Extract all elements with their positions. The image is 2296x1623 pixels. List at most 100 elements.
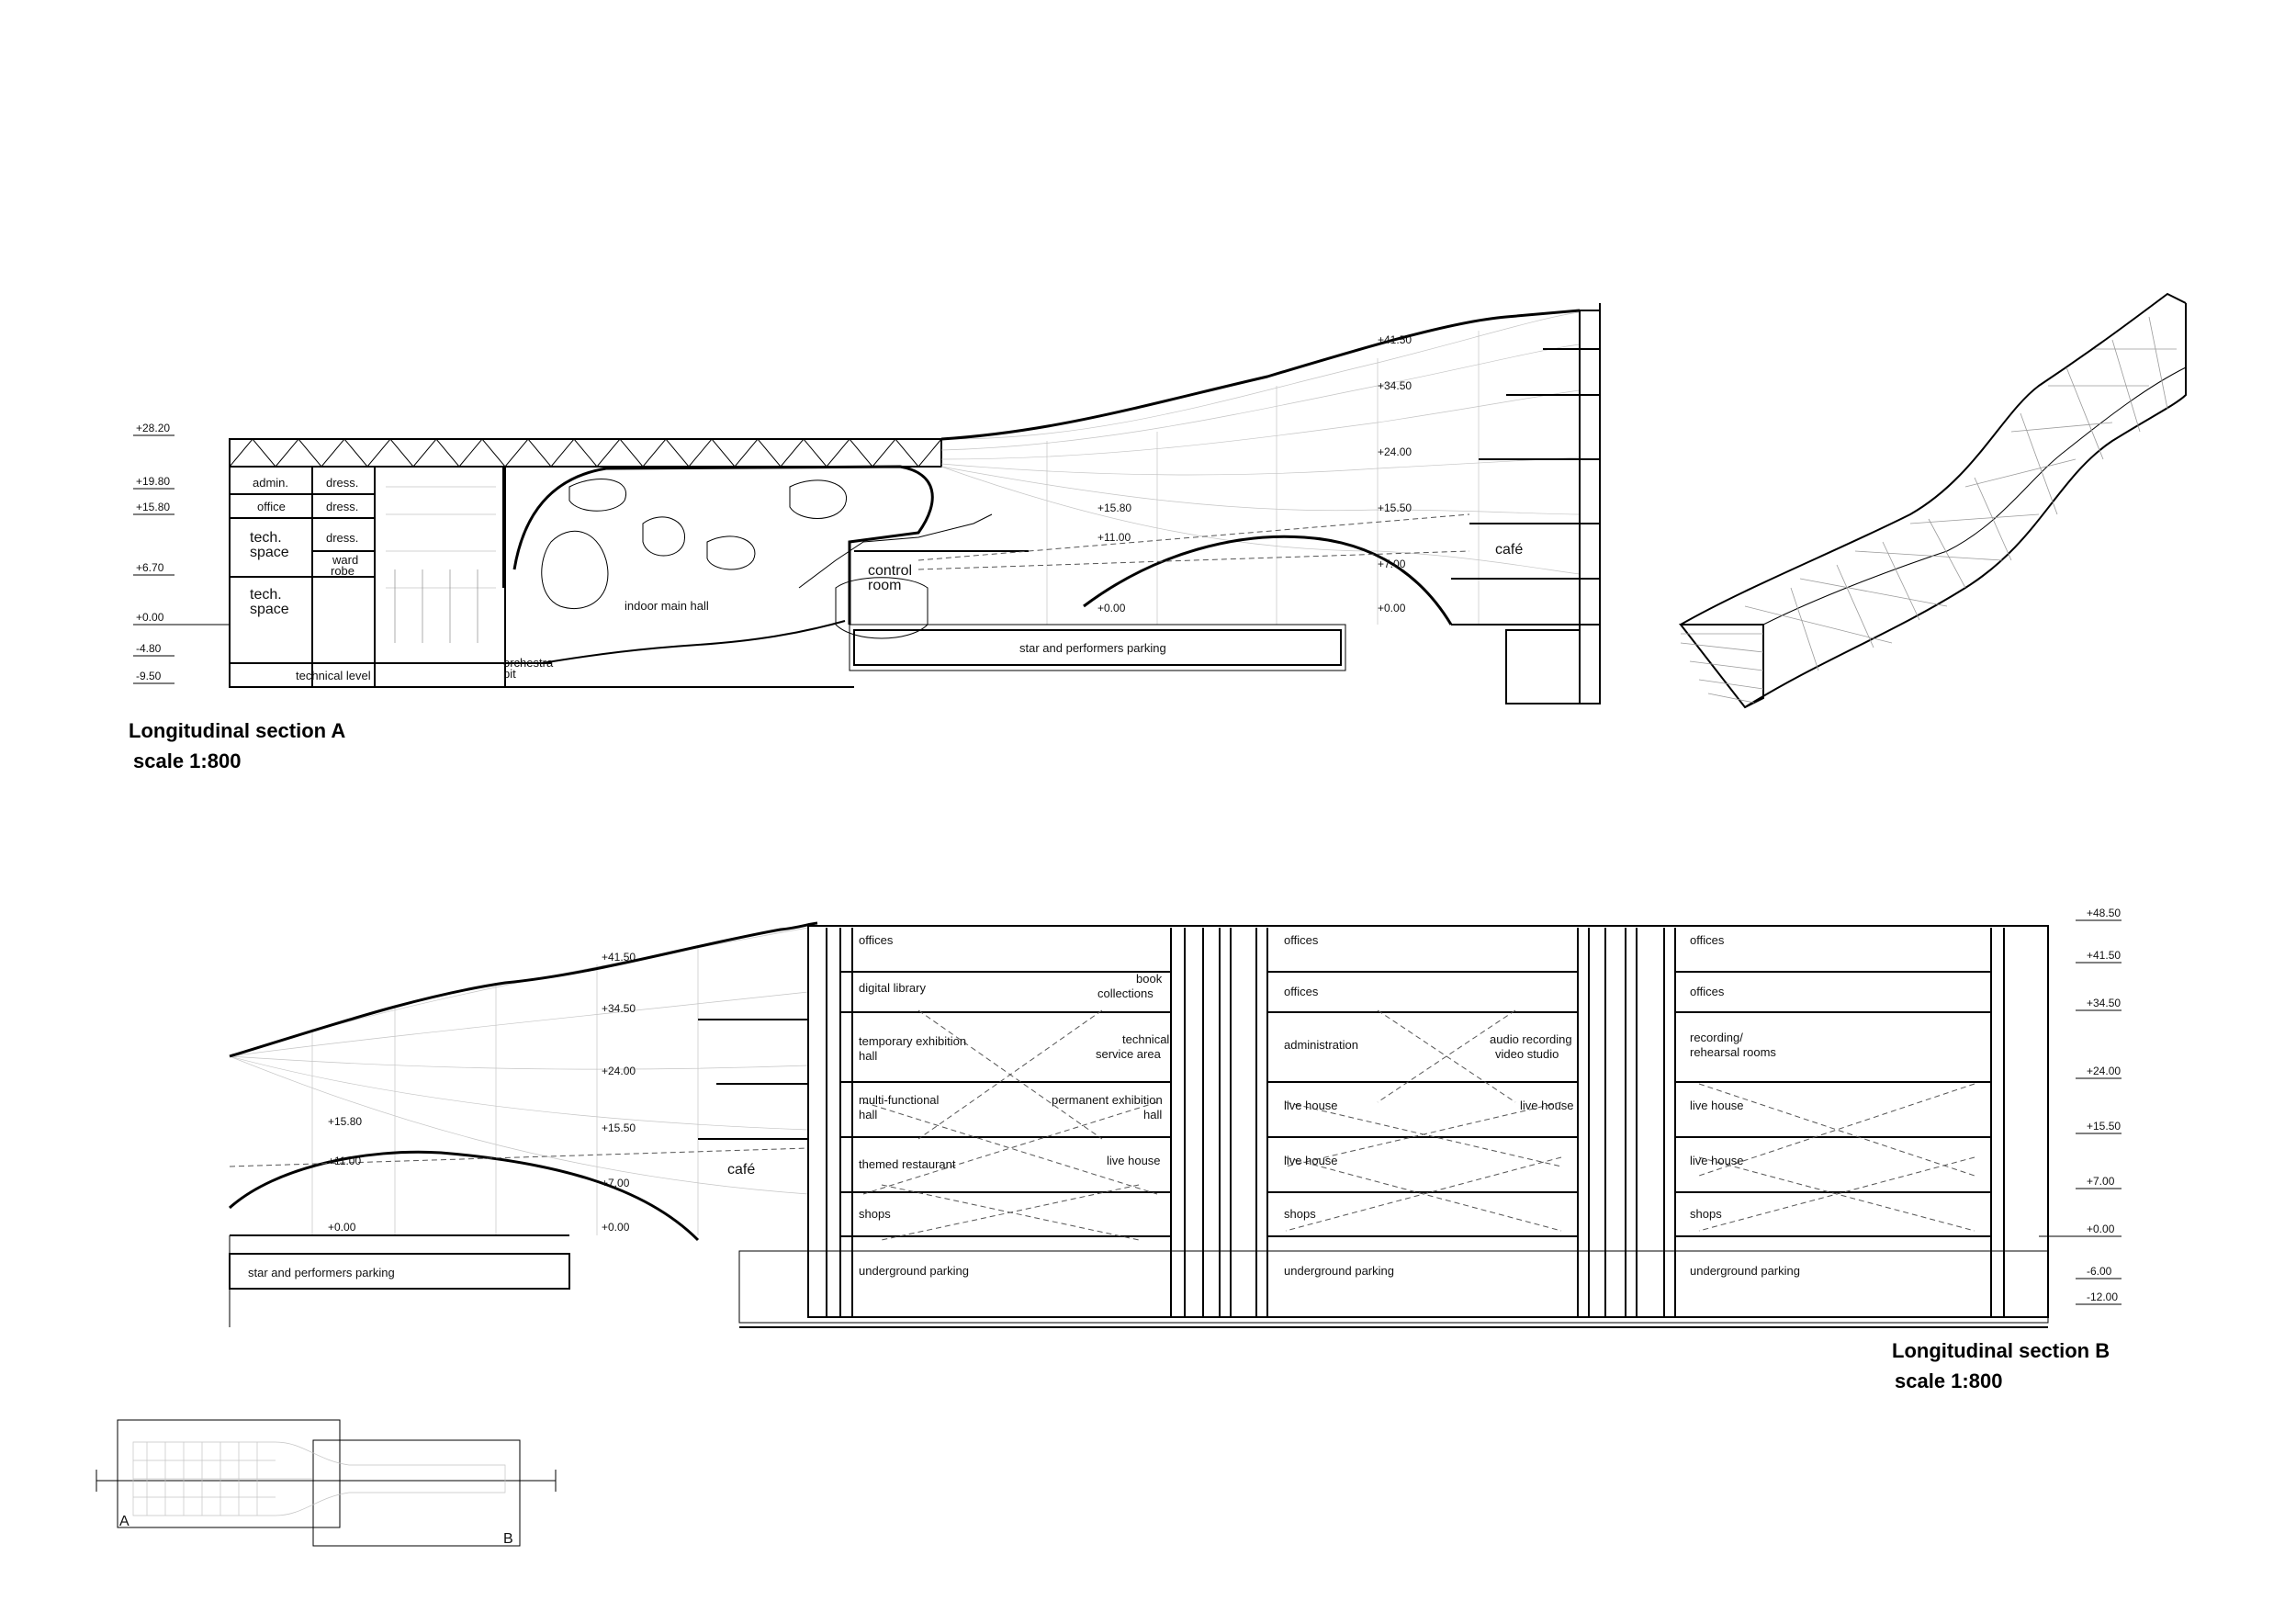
section-b-title: Longitudinal section B [1892,1339,2110,1362]
t3-offices-2: offices [1690,985,1725,998]
t1-live: live house [1107,1154,1161,1167]
level-a-in-5: +15.50 [1378,502,1412,514]
t1-book-a: book [1136,972,1163,986]
acoustic-cloud-4 [706,535,756,570]
level-a-in-8: +0.00 [1097,602,1126,614]
t1-techsvc-a: technical [1122,1032,1169,1046]
room-ward-a: ward [332,553,358,567]
level-b-1: +48.50 [2087,907,2121,919]
section-b-scale: scale 1:800 [1895,1369,2002,1392]
t3-offices-1: offices [1690,933,1725,947]
key-plan: A B [96,1419,557,1547]
level-b-5: +15.50 [2087,1120,2121,1133]
acoustic-cloud-1 [541,530,609,610]
t1-digital-library: digital library [859,981,926,995]
section-a-drawing: +28.20 +19.80 +15.80 +6.70 +0.00 -4.80 -… [129,303,1601,772]
level-a-5: +0.00 [136,611,164,624]
room-cafe-a: café [1495,542,1523,558]
level-b-in-3: +24.00 [602,1065,636,1077]
room-tech-2a: tech. [250,587,282,603]
roof-truss [229,438,942,468]
room-orchestra-b: pit [503,667,516,681]
acoustic-cloud-2 [568,479,627,512]
room-technical-level: technical level [296,669,371,682]
room-main-hall: indoor main hall [625,599,709,613]
t1-temp-a: temporary exhibition [859,1034,966,1048]
level-b-4: +24.00 [2087,1065,2121,1077]
t1-offices: offices [859,933,894,947]
level-a-3: +15.80 [136,501,170,513]
level-b-in-8: +0.00 [328,1221,356,1234]
t2-audio-b: video studio [1495,1047,1559,1061]
t2-shops: shops [1284,1207,1316,1221]
room-cafe-b: café [727,1162,755,1178]
t2-parking: underground parking [1284,1264,1394,1278]
level-a-in-3: +24.00 [1378,445,1412,458]
room-ward-b: robe [331,564,355,578]
t1-temp-b: hall [859,1049,877,1063]
t2-live-1: live house [1284,1099,1338,1112]
section-a-level-ticks [133,434,230,684]
t2-administration: administration [1284,1038,1358,1052]
room-tech-1b: space [250,545,289,560]
section-b-tower-columns [826,928,2005,1317]
t1-shops: shops [859,1207,891,1221]
t2-audio-a: audio recording [1490,1032,1572,1046]
section-b-drawing: +48.50 +41.50 +34.50 +24.00 +15.50 +7.00… [228,907,2122,1392]
t1-techsvc-b: service area [1096,1047,1162,1061]
section-b-building [807,925,2049,1318]
level-b-9: -12.00 [2087,1291,2118,1303]
room-office: office [257,500,286,513]
level-a-1: +28.20 [136,422,170,434]
level-b-in-1: +41.50 [602,951,636,964]
level-a-6: -4.80 [136,642,162,655]
level-b-in-6: +11.00 [328,1155,361,1167]
section-a-dashed-1 [917,513,1470,561]
level-a-7: -9.50 [136,670,162,682]
t2-live-2: live house [1520,1099,1574,1112]
section-a-sweep-lines [940,311,1581,625]
section-a-roof-curve [940,309,1581,441]
t3-rec-a: recording/ [1690,1031,1743,1044]
section-b-dashed [229,1147,809,1167]
room-orchestra-a: orchestra [503,656,554,670]
level-a-in-4: +15.80 [1097,502,1131,514]
level-b-8: -6.00 [2087,1265,2112,1278]
t1-multi-b: hall [859,1108,877,1121]
level-b-7: +0.00 [2087,1223,2115,1235]
t3-parking: underground parking [1690,1264,1800,1278]
room-parking-a: star and performers parking [1019,641,1166,655]
section-b-level-ticks [2039,919,2122,1305]
level-a-in-2: +34.50 [1378,379,1412,392]
level-b-2: +41.50 [2087,949,2121,962]
section-b-bracing [862,1009,1975,1241]
room-control-a: control [868,563,912,579]
level-a-in-7: +7.00 [1378,558,1406,570]
section-b-arch [228,1150,700,1242]
level-a-in-9: +0.00 [1378,602,1406,614]
level-b-6: +7.00 [2087,1175,2115,1188]
t2-offices-1: offices [1284,933,1319,947]
level-b-in-9: +0.00 [602,1221,630,1234]
t1-perm-b: hall [1143,1108,1162,1121]
room-dress-2: dress. [326,500,358,513]
section-a-dashed-2 [917,550,1470,570]
t3-live-1: live house [1690,1099,1744,1112]
room-tech-2b: space [250,602,289,617]
section-a-parking-outline [849,624,1346,671]
truss-zigzag [229,438,942,468]
level-b-in-4: +15.80 [328,1115,362,1128]
t1-perm-a: permanent exhibition [1052,1093,1163,1107]
t1-multi-a: multi-functional [859,1093,940,1107]
level-a-4: +6.70 [136,561,164,574]
section-b-slabs [840,971,1991,1237]
level-a-in-1: +41.50 [1378,333,1412,346]
main-hall-floor [541,620,846,664]
main-hall-shell [512,465,934,625]
level-a-2: +19.80 [136,475,170,488]
t3-shops: shops [1690,1207,1722,1221]
room-dress-3: dress. [326,531,358,545]
balcony-stair [798,513,993,589]
t3-live-2: live house [1690,1154,1744,1167]
